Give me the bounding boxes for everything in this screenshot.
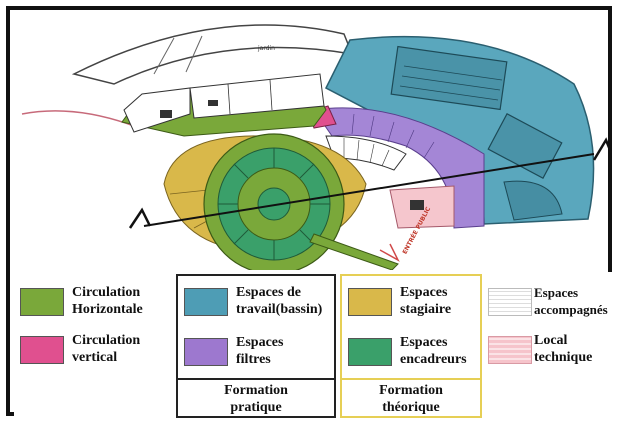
legend-item-circulation-vertical: Circulation vertical (20, 330, 170, 372)
equipment-2 (208, 100, 218, 106)
pool-diving (503, 180, 563, 221)
legend-label: Espaces encadreurs (400, 335, 467, 367)
legend-separator (178, 378, 334, 380)
section-marker-left-icon (128, 207, 152, 229)
garden-paths (153, 35, 203, 75)
legend-swatch (348, 338, 392, 366)
entrance-arrow-icon (379, 243, 400, 262)
legend: Circulation Horizontale Circulation vert… (14, 272, 612, 420)
legend-group-title-pratique: Formation pratique (224, 383, 288, 415)
legend-group-theorique: Espaces stagiaire Espaces encadreurs For… (340, 274, 482, 418)
legend-swatch (184, 338, 228, 366)
floor-plan: jardin (14, 14, 612, 270)
legend-item-espaces-travail: Espaces de travail(bassin) (184, 282, 334, 324)
legend-column-other: Espaces accompagnés Local technique (488, 278, 608, 414)
legend-label: Circulation Horizontale (72, 285, 143, 317)
legend-swatch (348, 288, 392, 316)
pool-main (390, 45, 508, 111)
legend-item-espaces-stagiaire: Espaces stagiaire (348, 282, 480, 324)
legend-item-espaces-filtres: Espaces filtres (184, 332, 334, 374)
legend-item-espaces-accompagnes: Espaces accompagnés (488, 282, 608, 324)
north-rooms-right (189, 73, 325, 119)
legend-label: Espaces stagiaire (400, 285, 452, 317)
entrance-corridor (309, 233, 399, 270)
garden-label: jardin (257, 45, 275, 52)
floor-plan-drawing: jardin (21, 24, 612, 270)
legend-item-local-technique: Local technique (488, 330, 608, 372)
legend-label: Espaces accompagnés (534, 285, 608, 317)
legend-label: Circulation vertical (72, 333, 141, 365)
legend-label: Local technique (534, 333, 593, 365)
legend-item-espaces-encadreurs: Espaces encadreurs (348, 332, 480, 374)
legend-swatch (20, 336, 64, 364)
legend-swatch (20, 288, 64, 316)
section-cut-line (143, 153, 595, 227)
legend-label: Espaces filtres (236, 335, 284, 367)
legend-swatch (488, 336, 532, 364)
legend-item-circulation-horizontale: Circulation Horizontale (20, 282, 170, 324)
legend-column-circulation: Circulation Horizontale Circulation vert… (20, 278, 170, 414)
hub-core (257, 187, 291, 221)
equipment-1 (160, 110, 172, 118)
section-marker-right-icon (592, 137, 612, 161)
accompanied-zone (325, 135, 407, 171)
access-path (21, 110, 135, 127)
legend-swatch (184, 288, 228, 316)
legend-group-pratique: Espaces de travail(bassin) Espaces filtr… (176, 274, 336, 418)
north-rooms-left (123, 87, 191, 133)
legend-swatch (488, 288, 532, 316)
legend-separator (342, 378, 480, 380)
legend-group-title-theorique: Formation théorique (379, 383, 443, 415)
legend-label: Espaces de travail(bassin) (236, 285, 323, 317)
figure-frame: jardin (6, 6, 612, 420)
technical-equipment (410, 200, 424, 210)
